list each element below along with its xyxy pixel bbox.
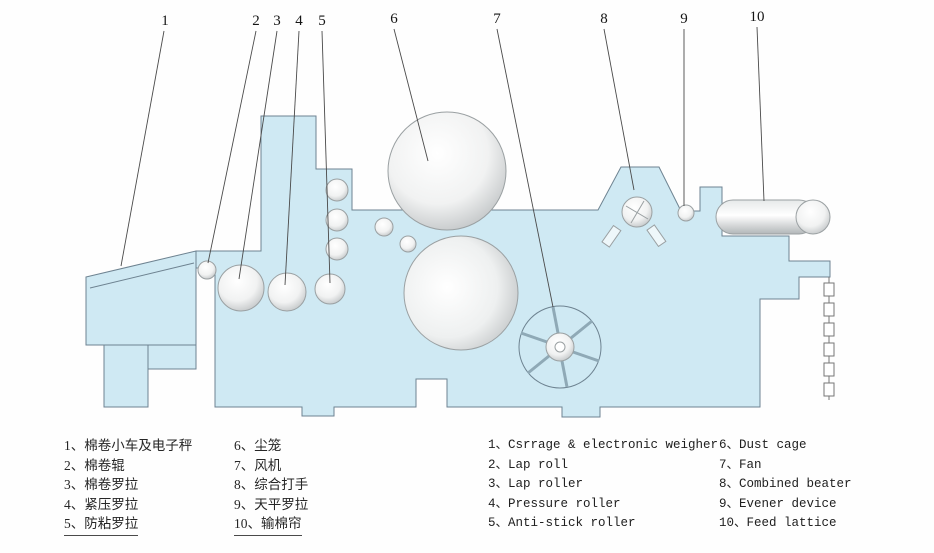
- leader-line-8: [603, 28, 635, 191]
- legend-item-en-6: 6、Dust cage: [719, 438, 807, 452]
- legend-item-en-7: 7、Fan: [719, 457, 762, 472]
- carriage-step: [147, 344, 197, 370]
- legend-item-en-2: 2、Lap roll: [488, 457, 569, 472]
- callout-number-5: 5: [318, 13, 326, 29]
- lap-roll-circle: [197, 260, 217, 280]
- stripper-roller-circle: [399, 235, 417, 253]
- legend-item-cn-7: 7、风机: [234, 457, 282, 473]
- callout-number-2: 2: [252, 13, 260, 29]
- leader-line-4: [284, 30, 300, 286]
- callout-number-3: 3: [273, 13, 281, 29]
- calender-roller-circle: [325, 208, 349, 232]
- legend-item-cn-8: 8、综合打手: [234, 477, 309, 492]
- legend-item-cn-1: 1、棉卷小车及电子秤: [64, 438, 193, 453]
- legend-item-cn-6: 6、尘笼: [234, 438, 282, 453]
- legend-item-cn-2: 2、棉卷辊: [64, 457, 125, 473]
- legend-item-en-5: 5、Anti-stick roller: [488, 516, 636, 530]
- beater-grid-bar: [646, 224, 667, 248]
- combined-beater: [601, 196, 667, 248]
- callout-number-9: 9: [680, 11, 688, 27]
- legend-item-en-4: 4、Pressure roller: [488, 496, 621, 511]
- dust-cage-top-circle: [387, 111, 507, 231]
- leader-line-2: [207, 30, 257, 264]
- callout-number-6: 6: [390, 11, 398, 27]
- legend-en-col2: 6、Dust cage 7、Fan 8、Combined beater 9、Ev…: [719, 436, 852, 534]
- legend-item-en-3: 3、Lap roller: [488, 477, 584, 491]
- callout-number-10: 10: [750, 9, 765, 25]
- carriage-foot: [103, 344, 149, 408]
- legend-cn-col1: 1、棉卷小车及电子秤 2、棉卷辊 3、棉卷罗拉 4、紧压罗拉 5、防粘罗拉: [64, 436, 193, 536]
- leader-line-7: [496, 28, 554, 308]
- callout-numbers: 1 2 3 4 5 6 7 8 9 10: [161, 9, 764, 29]
- legend-en-col1: 1、Csrrage & electronic weigher 2、Lap rol…: [488, 436, 718, 534]
- leader-line-3: [238, 30, 278, 280]
- carriage-block: [85, 250, 197, 346]
- carriage-platform-edge: [89, 262, 195, 289]
- lap-roller-circle: [217, 264, 265, 312]
- stripper-roller-circle: [374, 217, 394, 237]
- pressure-roller-circle: [267, 272, 307, 312]
- callout-number-7: 7: [493, 11, 501, 27]
- callout-number-8: 8: [600, 11, 608, 27]
- leader-line-10: [756, 26, 765, 202]
- legend-item-cn-9: 9、天平罗拉: [234, 496, 309, 512]
- leader-line-5: [321, 30, 331, 284]
- legend-item-en-1: 1、Csrrage & electronic weigher: [488, 438, 719, 452]
- calender-roller-circle: [325, 178, 349, 202]
- callout-number-1: 1: [161, 13, 169, 29]
- feed-lattice-endcap: [795, 199, 831, 235]
- beater-grid-bar: [601, 224, 622, 248]
- legend-item-en-8: 8、Combined beater: [719, 477, 852, 491]
- fan-wheel: [518, 305, 602, 389]
- fan-axle: [554, 341, 566, 353]
- fan-spokes: [520, 306, 600, 388]
- callout-number-4: 4: [295, 13, 303, 29]
- machine-body: [195, 115, 831, 418]
- leader-lines: [120, 26, 765, 308]
- calender-roller-column: [325, 178, 349, 261]
- legend-cn-col2: 6、尘笼 7、风机 8、综合打手 9、天平罗拉 10、输棉帘: [234, 436, 309, 536]
- calender-roller-circle: [325, 237, 349, 261]
- legend-item-cn-10: 10、输棉帘: [234, 514, 308, 536]
- beater-blade: [630, 200, 645, 224]
- dust-cage-bottom-circle: [403, 235, 519, 351]
- legend-item-en-9: 9、Evener device: [719, 496, 837, 511]
- evener-roller-circle: [677, 204, 695, 222]
- legend-item-cn-3: 3、棉卷罗拉: [64, 477, 139, 492]
- legend-item-cn-4: 4、紧压罗拉: [64, 496, 139, 512]
- evener-chain: [823, 277, 835, 400]
- leader-line-1: [120, 30, 165, 267]
- legend-item-cn-5: 5、防粘罗拉: [64, 514, 192, 536]
- leader-line-6: [393, 28, 429, 162]
- legend-item-en-10: 10、Feed lattice: [719, 516, 837, 530]
